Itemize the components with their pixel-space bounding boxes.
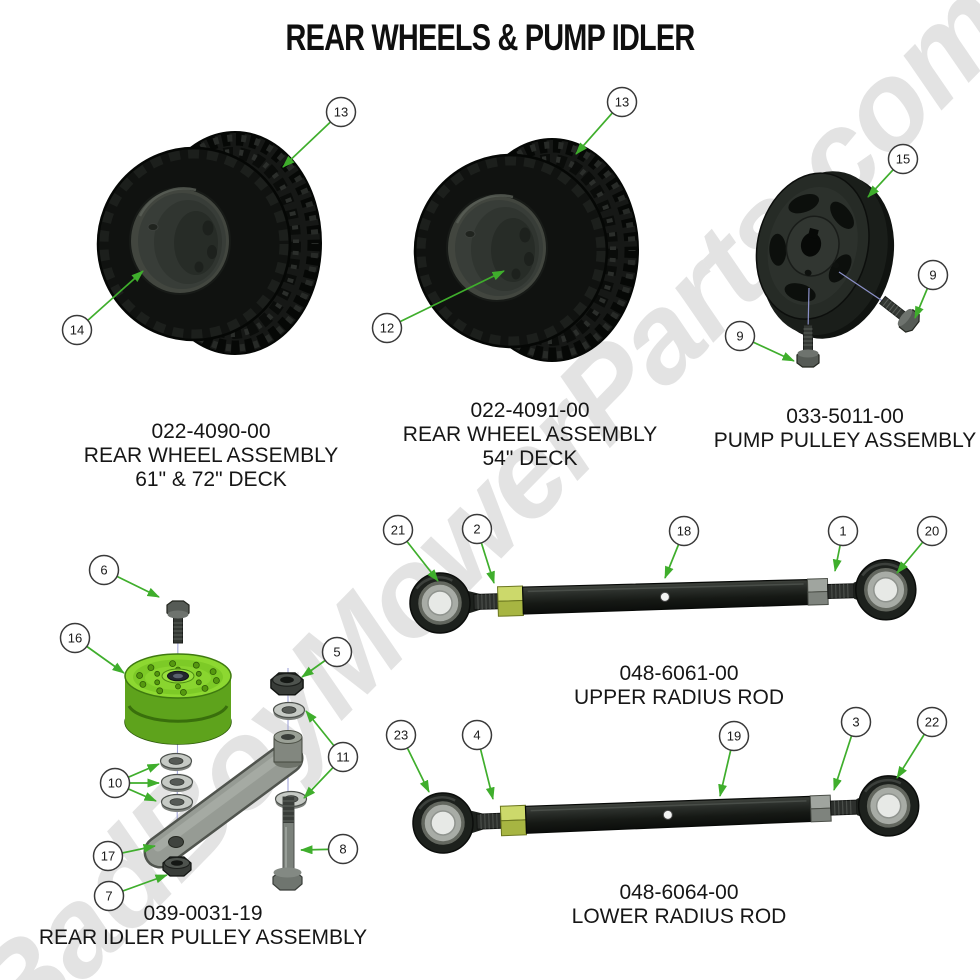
callout-6: 6 (88, 554, 120, 586)
callout-balloons: 13 14 13 12 15 9 9 6 16 5 11 10 17 7 8 2… (59, 86, 949, 912)
part-number: 048-6061-00 (619, 662, 739, 685)
part-variant: 54" DECK (482, 447, 578, 470)
svg-text:22: 22 (925, 715, 939, 730)
callout-20: 20 (916, 515, 948, 547)
svg-text:8: 8 (339, 842, 346, 857)
callout-4: 4 (461, 719, 493, 751)
callout-13: 13 (325, 96, 357, 128)
svg-text:4: 4 (473, 728, 480, 743)
label-upper-radius-rod: 048-6061-00 UPPER RADIUS ROD (574, 662, 784, 710)
svg-text:19: 19 (727, 729, 741, 744)
callout-12: 12 (371, 312, 403, 344)
page-title: REAR WHEELS & PUMP IDLER (285, 17, 696, 58)
idler-washer (160, 793, 194, 813)
svg-text:23: 23 (394, 728, 408, 743)
callout-9-right: 9 (917, 259, 949, 291)
part-name: UPPER RADIUS ROD (573, 686, 785, 709)
part-name: LOWER RADIUS ROD (571, 905, 787, 928)
callout-14: 14 (61, 314, 93, 346)
idler-nut (162, 856, 192, 877)
part-number: 022-4090-00 (151, 420, 271, 443)
callout-10: 10 (99, 767, 131, 799)
lower-radius-rod-drawing (410, 772, 922, 856)
callout-17: 17 (92, 840, 124, 872)
svg-text:21: 21 (391, 523, 405, 538)
rear-idler-assembly-drawing (124, 600, 308, 891)
idler-washer (160, 773, 194, 793)
svg-text:16: 16 (68, 631, 82, 646)
callout-7: 7 (93, 880, 125, 912)
svg-text:7: 7 (105, 889, 112, 904)
label-pump-pulley: 033-5011-00 PUMP PULLEY ASSEMBLY (714, 405, 977, 453)
callout-8: 8 (327, 833, 359, 865)
idler-spacer (273, 730, 303, 768)
callout-1: 1 (827, 515, 859, 547)
label-lower-radius-rod: 048-6064-00 LOWER RADIUS ROD (572, 881, 787, 929)
label-rear-idler: 039-0031-19 REAR IDLER PULLEY ASSEMBLY (39, 902, 367, 950)
part-name: REAR WHEEL ASSEMBLY (402, 423, 658, 446)
idler-nut (270, 672, 304, 696)
svg-text:5: 5 (333, 645, 340, 660)
pump-pulley-bolt (875, 290, 923, 336)
svg-text:11: 11 (336, 750, 350, 765)
idler-pulley (124, 653, 232, 745)
svg-text:15: 15 (896, 152, 910, 167)
svg-text:13: 13 (334, 105, 348, 120)
idler-washer (272, 701, 306, 721)
label-rear-wheel-61-72: 022-4090-00 REAR WHEEL ASSEMBLY 61" & 72… (84, 420, 338, 492)
part-number: 033-5011-00 (786, 405, 904, 428)
callout-5: 5 (321, 636, 353, 668)
rear-wheel-61-72-drawing (98, 132, 321, 354)
callout-19: 19 (718, 720, 750, 752)
part-number: 039-0031-19 (143, 902, 263, 925)
svg-text:3: 3 (852, 715, 859, 730)
svg-text:18: 18 (677, 524, 691, 539)
rear-wheel-54-drawing (415, 139, 638, 361)
callout-13b: 13 (606, 86, 638, 118)
callout-21: 21 (382, 514, 414, 546)
idler-bolt (166, 600, 190, 644)
callout-9-left: 9 (724, 320, 756, 352)
svg-text:14: 14 (70, 323, 84, 338)
svg-text:17: 17 (101, 849, 115, 864)
callout-18: 18 (668, 515, 700, 547)
callout-2: 2 (461, 513, 493, 545)
svg-text:20: 20 (925, 524, 939, 539)
callout-22: 22 (916, 706, 948, 738)
callout-3: 3 (840, 706, 872, 738)
svg-text:2: 2 (473, 522, 480, 537)
callout-23: 23 (385, 719, 417, 751)
idler-arm (143, 741, 304, 869)
svg-text:13: 13 (615, 95, 629, 110)
callout-15: 15 (887, 143, 919, 175)
svg-text:9: 9 (929, 268, 936, 283)
idler-washer (159, 752, 193, 772)
part-name: REAR WHEEL ASSEMBLY (83, 444, 339, 467)
svg-text:10: 10 (108, 776, 122, 791)
callout-16: 16 (59, 622, 91, 654)
pump-pulley-drawing (755, 171, 923, 368)
upper-radius-rod-drawing (407, 557, 919, 636)
part-number: 022-4091-00 (470, 399, 590, 422)
svg-text:1: 1 (839, 524, 846, 539)
part-name: REAR IDLER PULLEY ASSEMBLY (38, 926, 368, 949)
svg-text:9: 9 (736, 329, 743, 344)
part-name: PUMP PULLEY ASSEMBLY (713, 429, 977, 452)
idler-long-bolt (272, 796, 303, 891)
label-rear-wheel-54: 022-4091-00 REAR WHEEL ASSEMBLY 54" DECK (403, 399, 657, 471)
part-variant: 61" & 72" DECK (135, 468, 287, 491)
svg-text:12: 12 (380, 321, 394, 336)
callout-11: 11 (327, 741, 359, 773)
part-number: 048-6064-00 (619, 881, 739, 904)
svg-text:6: 6 (100, 563, 107, 578)
